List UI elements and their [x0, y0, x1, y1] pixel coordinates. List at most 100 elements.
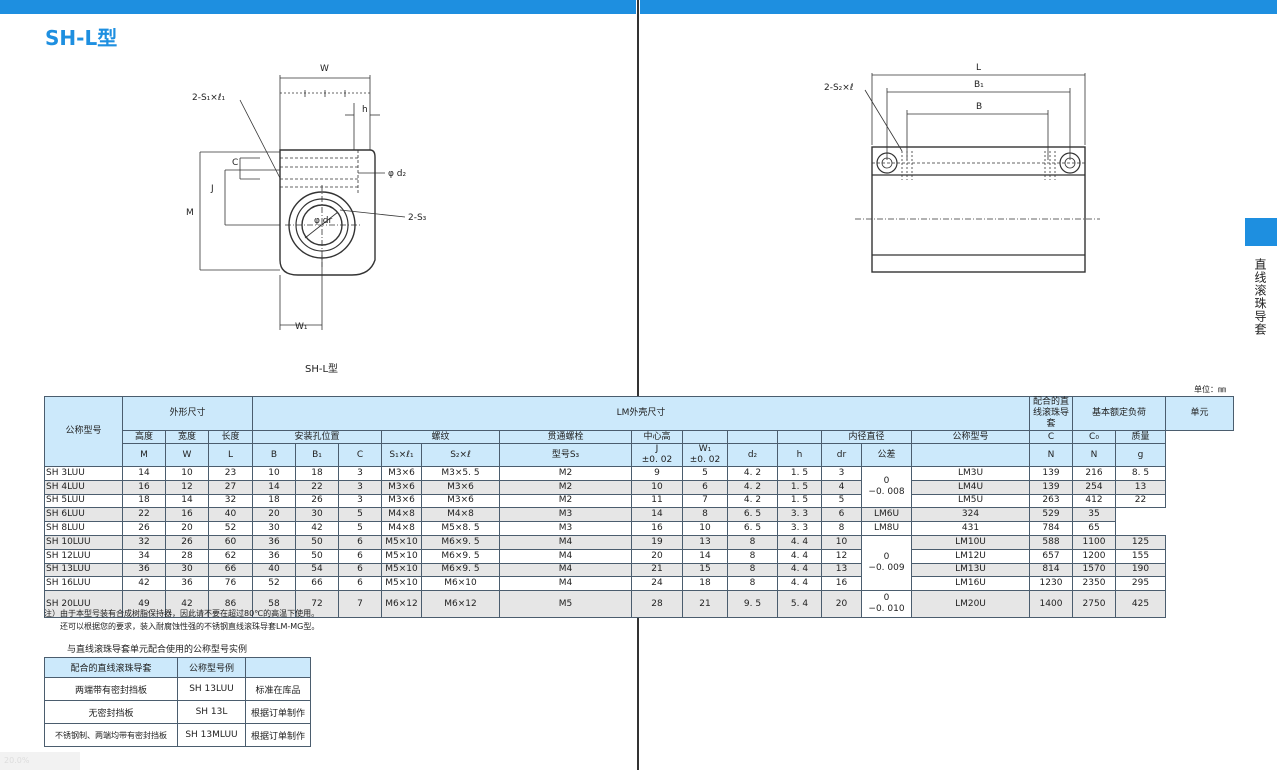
dim-B1-label: B₁ [974, 80, 984, 90]
cell-j: 28 [631, 590, 683, 619]
combo-title: 与直线滚珠导套单元配合使用的公称型号实例 [67, 645, 248, 655]
cell-l: 60 [208, 534, 253, 550]
cell-s3: M4 [499, 534, 632, 550]
cell-d2: 8 [727, 562, 778, 578]
cell-g: 155 [1115, 548, 1166, 564]
cell-w1: 7 [682, 493, 728, 509]
combo-cell-status: 根据订单制作 [245, 723, 311, 747]
cell-dr: 12 [821, 548, 862, 564]
cell-dr: 10 [821, 534, 862, 550]
dim-h-label: h [362, 105, 368, 115]
cell-g: 425 [1115, 590, 1166, 619]
unit-C: C [338, 443, 382, 467]
cell-s3: M4 [499, 576, 632, 592]
cell-lm: LM8U [861, 521, 912, 536]
cell-h: 5. 4 [777, 590, 822, 619]
tolerance-upper: 0 [883, 552, 890, 563]
cell-g: 13 [1115, 479, 1166, 495]
unit-W1-tol: ±0. 02 [689, 455, 721, 465]
cell-b: 36 [252, 548, 296, 564]
cell-s1: M5×10 [381, 576, 422, 592]
cell-c0: 254 [1072, 479, 1116, 495]
cell-b: 40 [252, 562, 296, 578]
col-C0: C₀ [1072, 430, 1116, 444]
cell-c: 5 [338, 507, 382, 523]
cell-c: 6 [338, 576, 382, 592]
cell-tolerance: 0−0. 010 [861, 590, 912, 619]
cell-s1: M4×8 [381, 507, 422, 523]
combo-row: 两端带有密封挡板 SH 13LUU 标准在库品 [44, 677, 311, 701]
combo-col-model: 公称型号例 [177, 657, 246, 678]
col-hole: 安装孔位置 [252, 430, 382, 444]
dim-s3-label: 2-S₃ [408, 213, 427, 223]
unit-W1: W₁±0. 02 [682, 443, 728, 467]
cell-d2: 6. 5 [727, 521, 778, 536]
cell-c: 6 [338, 534, 382, 550]
unit-bushing-blank [911, 443, 1030, 467]
top-bar-right [640, 0, 1277, 14]
combo-col-bushing: 配合的直线滚珠导套 [44, 657, 178, 678]
cell-model: SH 12LUU [44, 548, 123, 564]
watermark: 20.0% [0, 752, 80, 770]
cell-model: SH 10LUU [44, 534, 123, 550]
cell-d2: 4. 2 [727, 493, 778, 509]
cell-d2: 6. 5 [727, 507, 778, 523]
unit-N1: N [1029, 443, 1073, 467]
cell-w1: 13 [682, 534, 728, 550]
cell-b1: 22 [295, 479, 339, 495]
cell-b1: 72 [295, 590, 339, 619]
figure-caption: SH-L型 [305, 364, 339, 375]
cell-b1: 50 [295, 534, 339, 550]
dim-s2-label: 2-S₂×ℓ [824, 83, 854, 93]
cell-s1: M5×10 [381, 562, 422, 578]
unit-M: M [122, 443, 166, 467]
combo-cell-model: SH 13L [177, 700, 246, 724]
cell-s2: M6×9. 5 [421, 534, 500, 550]
unit-B: B [252, 443, 296, 467]
cell-c0: 1570 [1072, 562, 1116, 578]
side-view-drawing: L B₁ B 2-S₂×ℓ [824, 63, 1100, 273]
cell-h: 3. 3 [777, 521, 822, 536]
cell-d2: 4. 2 [727, 466, 778, 481]
cell-b: 58 [252, 590, 296, 619]
unit-S3: 型号S₃ [499, 443, 632, 467]
cell-s3: M5 [499, 590, 632, 619]
col-length: 长度 [208, 430, 253, 444]
unit-h: h [777, 443, 822, 467]
cell-m: 16 [122, 479, 166, 495]
top-bar-left [0, 0, 636, 14]
cell-w: 20 [165, 521, 209, 536]
cell-model: SH 13LUU [44, 562, 123, 578]
cell-l: 76 [208, 576, 253, 592]
cell-m: 14 [122, 466, 166, 481]
cell-s2: M4×8 [421, 507, 500, 523]
cell-cd: 431 [911, 521, 1030, 536]
cell-c0: 1100 [1072, 534, 1116, 550]
cell-m: 49 [122, 590, 166, 619]
cell-w: 26 [165, 534, 209, 550]
col-d2-blank [727, 430, 778, 444]
cell-w: 12 [165, 479, 209, 495]
cell-c0: 1200 [1072, 548, 1116, 564]
note-line-2: 还可以根据您的要求，装入耐腐蚀性强的不锈钢直线滚珠导套LM-MG型。 [60, 622, 320, 631]
cell-c0: 2750 [1072, 590, 1116, 619]
cell-d2: 8 [727, 576, 778, 592]
combo-cell-type: 无密封挡板 [44, 700, 178, 724]
cell-c: 6 [338, 548, 382, 564]
col-mass: 单元 [1165, 396, 1234, 431]
cell-b: 30 [252, 521, 296, 536]
cell-g: 35 [1072, 507, 1116, 523]
dim-B-label: B [976, 102, 982, 112]
unit-g: g [1115, 443, 1166, 467]
col-outer: 外形尺寸 [122, 396, 253, 431]
cell-dr: 5 [821, 493, 862, 509]
cell-s2: M5×8. 5 [421, 521, 500, 536]
page-divider [637, 0, 639, 770]
cell-h: 4. 4 [777, 562, 822, 578]
cell-h: 1. 5 [777, 493, 822, 509]
